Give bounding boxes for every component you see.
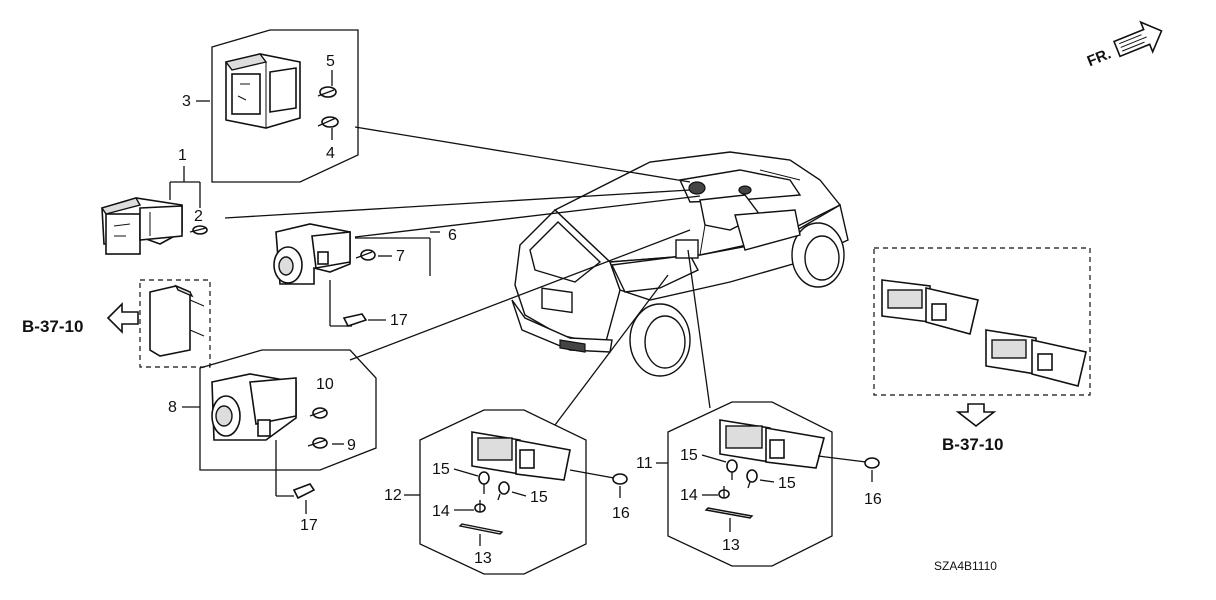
callout-7: 7: [396, 248, 405, 265]
callout-9: 9: [347, 437, 356, 454]
callout-8: 8: [168, 399, 177, 416]
callout-17b: 17: [300, 517, 318, 534]
reference-right: B-37-10: [942, 435, 1003, 454]
callout-16a: 16: [612, 505, 630, 522]
callout-14a: 14: [432, 503, 450, 520]
callout-15c: 15: [680, 447, 698, 464]
part-group-right-bezel: B-37-10: [873, 247, 1091, 454]
reference-left: B-37-10: [22, 317, 83, 336]
part-group-bezel: B-37-10: [22, 279, 211, 368]
front-arrow: FR.: [1085, 20, 1163, 70]
part-group-6: 6 7 17: [273, 223, 457, 329]
part-group-3: 3 5 4: [182, 29, 359, 183]
callout-12: 12: [384, 487, 402, 504]
callout-13a: 13: [474, 550, 492, 567]
callout-3: 3: [182, 93, 191, 110]
callout-16b: 16: [864, 491, 882, 508]
callout-1: 1: [178, 147, 187, 164]
callout-15b: 15: [530, 489, 548, 506]
callout-15a: 15: [432, 461, 450, 478]
callout-14b: 14: [680, 487, 698, 504]
part-group-8: 8 10 9 17: [168, 349, 377, 534]
callout-4: 4: [326, 145, 335, 162]
callout-17a: 17: [390, 312, 408, 329]
callout-15d: 15: [778, 475, 796, 492]
callout-11: 11: [636, 455, 653, 472]
part-group-1: 1 2: [100, 147, 208, 255]
vehicle-illustration: [511, 151, 849, 377]
leader-lines: [224, 126, 711, 426]
callout-13b: 13: [722, 537, 740, 554]
callout-5: 5: [326, 53, 335, 70]
diagram-code: SZA4B1110: [934, 559, 997, 573]
part-group-11: 11 15 15 14 13 16: [636, 401, 882, 567]
callout-6: 6: [448, 227, 457, 244]
front-label: FR.: [1085, 45, 1114, 70]
part-group-12: 12 15 15 14 13 16: [384, 409, 630, 575]
callout-10: 10: [316, 376, 334, 393]
callout-2: 2: [194, 208, 203, 225]
